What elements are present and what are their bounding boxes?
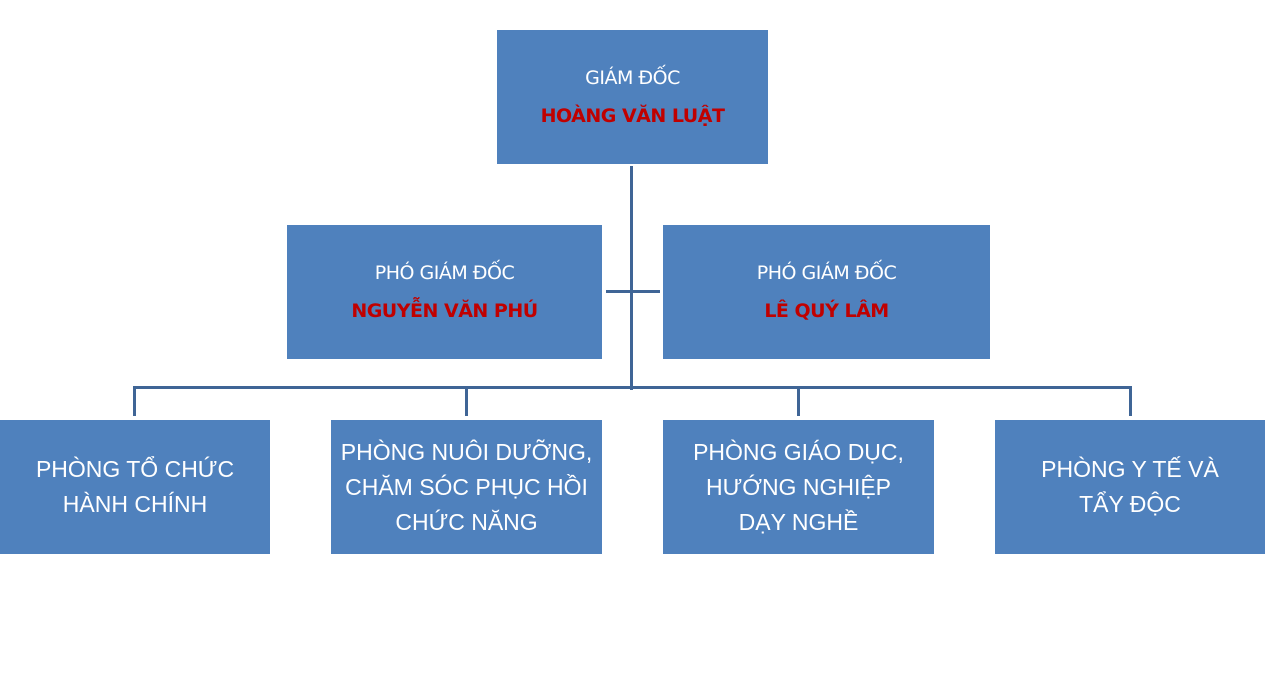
department-box: PHÒNG GIÁO DỤC, HƯỚNG NGHIỆP DẠY NGHỀ bbox=[663, 420, 934, 554]
deputy-box: PHÓ GIÁM ĐỐC LÊ QUÝ LÂM bbox=[663, 225, 990, 359]
department-label: PHÒNG TỔ CHỨC bbox=[35, 456, 235, 482]
department-box: PHÒNG Y TẾ VÀ TẨY ĐỘC bbox=[995, 420, 1265, 554]
department-label: CHĂM SÓC PHỤC HỒI bbox=[345, 473, 588, 500]
department-label: DẠY NGHỀ bbox=[738, 508, 859, 535]
connector-line bbox=[133, 386, 1132, 389]
director-name: HOÀNG VĂN LUẬT bbox=[540, 105, 725, 127]
department-label: PHÒNG GIÁO DỤC, bbox=[693, 438, 904, 465]
department-label: HƯỚNG NGHIỆP bbox=[705, 473, 892, 500]
director-title: GIÁM ĐỐC bbox=[585, 67, 680, 89]
connector-line bbox=[1129, 386, 1132, 416]
connector-line bbox=[133, 386, 136, 416]
deputy-title: PHÓ GIÁM ĐỐC bbox=[756, 262, 897, 284]
department-label: PHÒNG Y TẾ VÀ bbox=[1041, 456, 1219, 482]
department-box: PHÒNG TỔ CHỨC HÀNH CHÍNH bbox=[0, 420, 270, 554]
deputy-name: LÊ QUÝ LÂM bbox=[764, 300, 889, 322]
deputy-title: PHÓ GIÁM ĐỐC bbox=[374, 262, 515, 284]
connector-line bbox=[630, 166, 633, 390]
department-label: HÀNH CHÍNH bbox=[62, 491, 208, 517]
connector-line bbox=[606, 290, 660, 293]
deputy-name: NGUYỄN VĂN PHÚ bbox=[351, 300, 538, 322]
connector-line bbox=[465, 386, 468, 416]
department-box: PHÒNG NUÔI DƯỠNG, CHĂM SÓC PHỤC HỒI CHỨC… bbox=[331, 420, 602, 554]
department-label: PHÒNG NUÔI DƯỠNG, bbox=[340, 438, 593, 465]
department-label: TẨY ĐỘC bbox=[1079, 491, 1181, 517]
connector-line bbox=[797, 386, 800, 416]
department-label: CHỨC NĂNG bbox=[395, 508, 538, 535]
deputy-box: PHÓ GIÁM ĐỐC NGUYỄN VĂN PHÚ bbox=[287, 225, 602, 359]
director-box: GIÁM ĐỐC HOÀNG VĂN LUẬT bbox=[497, 30, 768, 164]
